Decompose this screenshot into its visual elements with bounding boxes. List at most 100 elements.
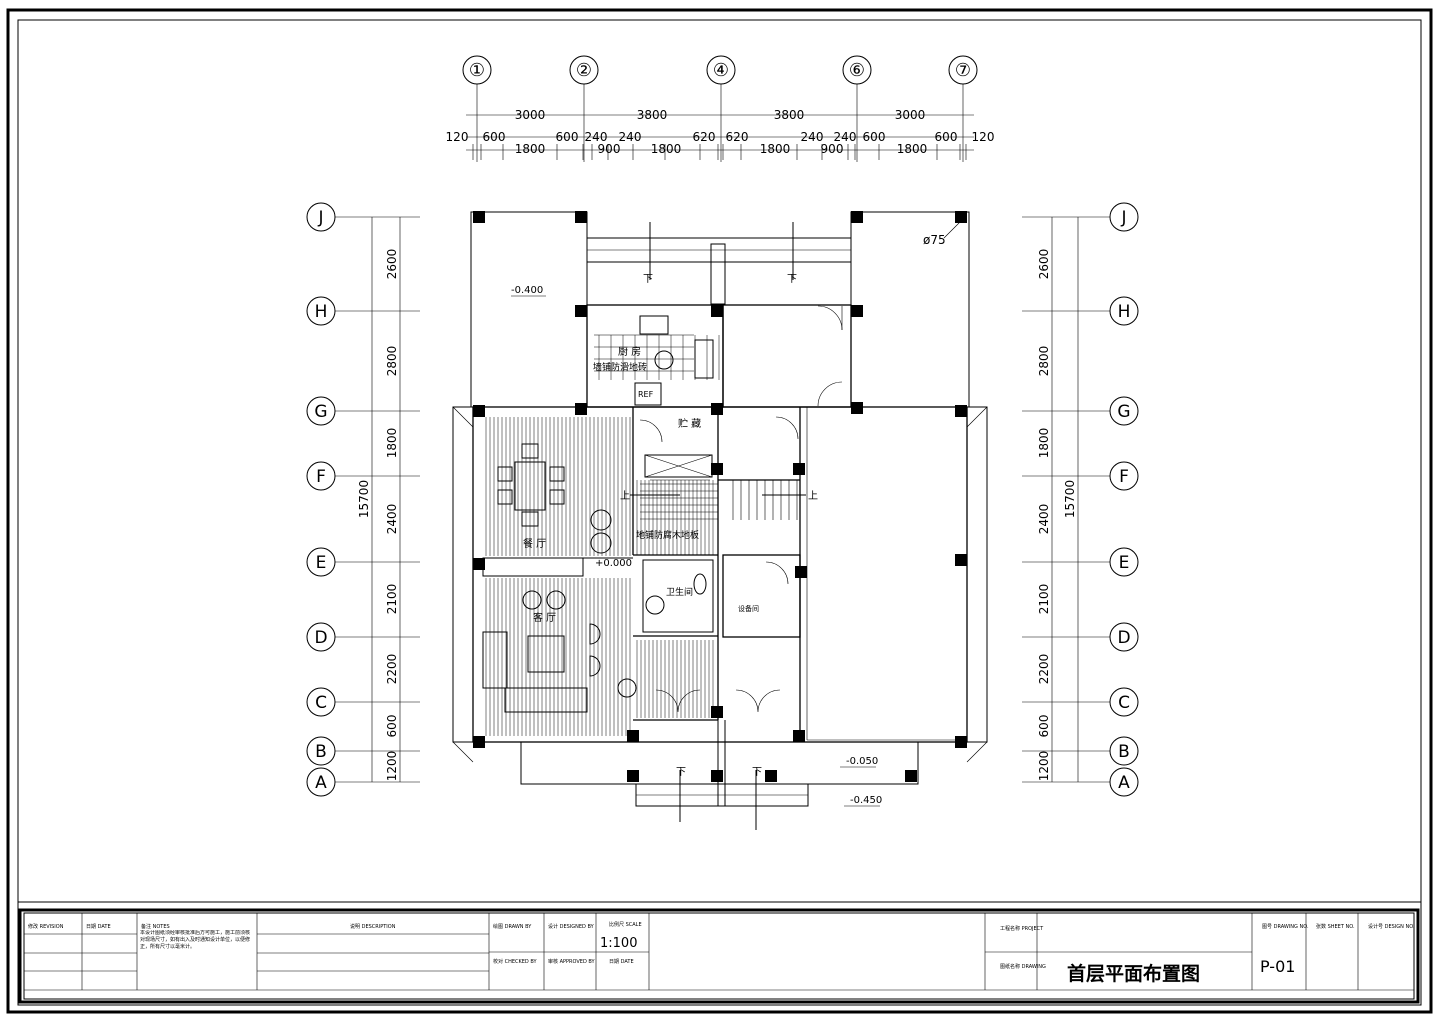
level-floor: +0.000 bbox=[595, 558, 632, 569]
terrace-right bbox=[850, 211, 970, 408]
counter bbox=[482, 557, 584, 577]
tb-notes-text: 本设计图纸须经审核批准后方可施工，施工前须核对现场尺寸，如有出入及时通知设计单位… bbox=[140, 930, 251, 950]
outer-border bbox=[6, 8, 1433, 1014]
sink bbox=[639, 315, 669, 335]
column bbox=[473, 558, 485, 570]
view-symbol bbox=[590, 509, 612, 531]
view-symbol bbox=[546, 590, 566, 610]
dim-side: 2100 bbox=[385, 584, 399, 615]
dim-top-main: 3000 bbox=[515, 108, 546, 122]
column bbox=[575, 305, 587, 317]
tb-drawn-label: 绘图 DRAWN BY bbox=[493, 923, 532, 930]
column bbox=[793, 730, 805, 742]
inner-border bbox=[17, 19, 1422, 1006]
dim-top-detail: 620 bbox=[693, 130, 716, 144]
down-arrow-label: 下 bbox=[752, 767, 762, 778]
axis-label-side: A bbox=[315, 773, 327, 793]
toilet-label: 卫生间 bbox=[666, 586, 693, 598]
axis-label-side: F bbox=[1119, 467, 1129, 487]
axis-label-top: ⑦ bbox=[955, 60, 971, 81]
column bbox=[627, 730, 639, 742]
axis-label-side: D bbox=[1117, 628, 1130, 648]
axis-label-side: B bbox=[315, 742, 327, 762]
coffee-table bbox=[527, 635, 565, 673]
stairs bbox=[640, 479, 798, 520]
column bbox=[575, 211, 587, 223]
tb-design-label: 设计 DESIGNED BY bbox=[548, 923, 595, 930]
level-steps: -0.450 bbox=[850, 795, 882, 806]
dim-top-main: 3000 bbox=[895, 108, 926, 122]
dim-top-lower: 900 bbox=[598, 142, 621, 156]
kitchen-walls bbox=[586, 304, 724, 408]
column bbox=[905, 770, 917, 782]
axis-label-side: G bbox=[1117, 402, 1130, 422]
axis-label-top: ② bbox=[576, 60, 592, 81]
dim-side: 2600 bbox=[385, 249, 399, 280]
axis-label-side: J bbox=[317, 208, 323, 228]
axis-label-side: E bbox=[1119, 553, 1130, 573]
tb-drawing-name-label: 图纸名称 DRAWING bbox=[1000, 963, 1046, 970]
refrigerator bbox=[634, 382, 662, 406]
dim-side: 2800 bbox=[385, 346, 399, 377]
dim-side-total: 15700 bbox=[357, 480, 371, 518]
dim-side: 2800 bbox=[1037, 346, 1051, 377]
wood-floor-hatch bbox=[485, 417, 714, 736]
dim-top-detail: 240 bbox=[834, 130, 857, 144]
tb-drawing-no: P-01 bbox=[1260, 957, 1295, 976]
dim-top-lower: 1800 bbox=[897, 142, 928, 156]
tb-scale-value: 1:100 bbox=[600, 936, 637, 951]
axis-label-top: ④ bbox=[713, 60, 729, 81]
dim-side: 600 bbox=[1037, 715, 1051, 738]
chair bbox=[497, 489, 513, 505]
dim-side: 2200 bbox=[385, 654, 399, 685]
dim-top-lower: 1800 bbox=[515, 142, 546, 156]
downpipe-chase bbox=[710, 243, 726, 305]
dim-top-detail: 600 bbox=[483, 130, 506, 144]
column bbox=[793, 463, 805, 475]
axis-label-top: ① bbox=[469, 60, 485, 81]
tb-notes-label: 备注 NOTES bbox=[141, 923, 170, 930]
dim-top-lower: 1800 bbox=[760, 142, 791, 156]
chair bbox=[497, 466, 513, 482]
axis-label-side: G bbox=[314, 402, 327, 422]
view-symbol bbox=[617, 678, 637, 698]
tb-approve-label: 审核 APPROVED BY bbox=[548, 958, 596, 965]
dim-top-detail: 240 bbox=[585, 130, 608, 144]
column bbox=[711, 305, 723, 317]
chair bbox=[521, 443, 539, 459]
floor-plan: -0.400 +0.000 -0.050 -0.450 ø75 下 下 下 下 … bbox=[452, 211, 988, 830]
level-porch: -0.050 bbox=[846, 756, 878, 767]
chair bbox=[549, 489, 565, 505]
dim-side: 1200 bbox=[385, 751, 399, 782]
axis-label-side: H bbox=[315, 302, 328, 322]
column bbox=[473, 211, 485, 223]
axis-label-side: F bbox=[316, 467, 326, 487]
up-arrow-label: 上 bbox=[808, 490, 818, 502]
dim-side: 2600 bbox=[1037, 249, 1051, 280]
floor-note: 地铺防腐木地板 bbox=[636, 529, 699, 541]
axis-label-side: C bbox=[1118, 693, 1130, 713]
dim-top-detail: 620 bbox=[726, 130, 749, 144]
dim-top-detail: 600 bbox=[935, 130, 958, 144]
kitchen-label: 厨 房 bbox=[618, 345, 641, 358]
chair bbox=[549, 466, 565, 482]
tb-revision-label: 修改 REVISION bbox=[28, 923, 64, 930]
column bbox=[711, 463, 723, 475]
tb-sheet-label: 张数 SHEET NO. bbox=[1316, 923, 1355, 930]
kitchen-tile-grid bbox=[594, 334, 720, 380]
column bbox=[955, 405, 967, 417]
tb-design-no-label: 设计号 DESIGN NO. bbox=[1368, 923, 1415, 930]
level-terrace: -0.400 bbox=[511, 285, 543, 296]
ref-label: REF bbox=[638, 390, 654, 399]
axis-label-side: D bbox=[314, 628, 327, 648]
tb-drawing-title: 首层平面布置图 bbox=[1067, 962, 1200, 985]
dim-top-detail: 600 bbox=[556, 130, 579, 144]
column bbox=[851, 305, 863, 317]
dim-side: 2400 bbox=[385, 504, 399, 535]
down-arrow-label: 下 bbox=[787, 274, 797, 285]
column bbox=[955, 211, 967, 223]
axis-label-top: ⑥ bbox=[849, 60, 865, 81]
column bbox=[851, 402, 863, 414]
down-arrow-label: 下 bbox=[643, 274, 653, 285]
